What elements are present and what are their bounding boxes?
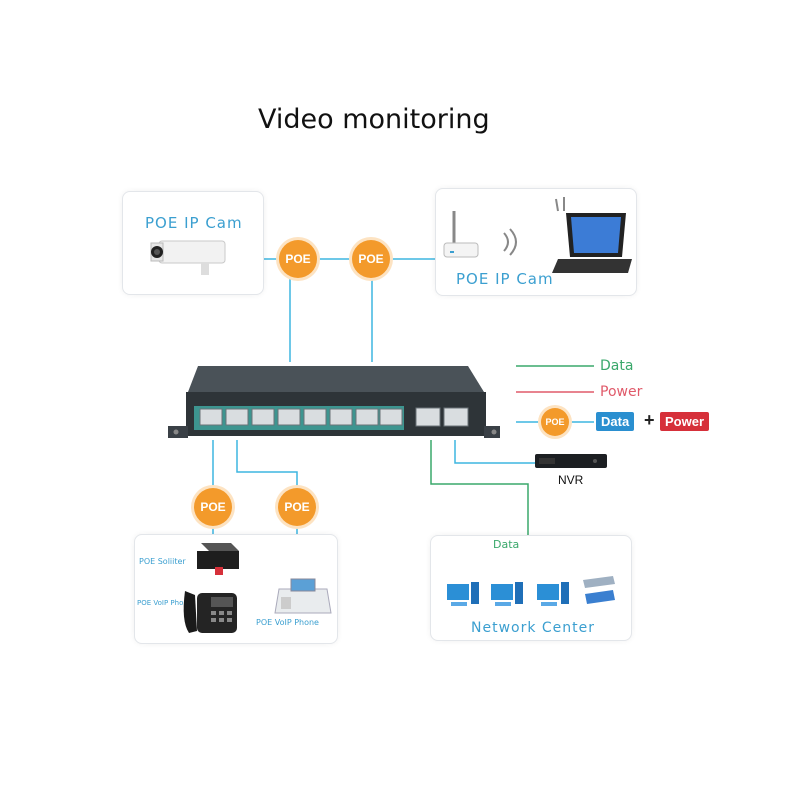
poe-ip-cam-box-left: POE IP Cam (122, 191, 264, 295)
laptop-icon (552, 197, 632, 273)
page-title: Video monitoring (258, 104, 490, 135)
legend-power-label: Power (600, 384, 643, 400)
splitter-label: POE Soliiter (139, 557, 186, 566)
poe-ip-cam-box-right: POE IP Cam (435, 188, 637, 296)
computer-icon (447, 582, 479, 606)
legend-data-tag: Data (596, 412, 635, 431)
voip-phone-label-left: POE VoIP Phone (137, 599, 193, 607)
poe-badge-top-left: POE (279, 240, 317, 278)
network-data-label: Data (493, 538, 520, 551)
bullet-camera-icon (150, 240, 226, 275)
legend-power-tag: Power (660, 412, 710, 431)
computer-icon (537, 582, 569, 606)
poe-ip-cam-label: POE IP Cam (145, 214, 243, 232)
poe-splitter-icon (197, 543, 239, 575)
poe-ip-cam-label: POE IP Cam (456, 270, 554, 288)
computer-icon (491, 582, 523, 606)
poe-badge-top-right: POE (352, 240, 390, 278)
nvr-label: NVR (558, 473, 584, 487)
voip-phone-label-right: POE VoIP Phone (256, 618, 319, 627)
network-center-label: Network Center (471, 620, 596, 636)
server-rack-icon (583, 576, 615, 604)
wireless-router-icon (443, 211, 479, 258)
poe-badge-bottom-left: POE (194, 488, 232, 526)
wifi-waves-icon (503, 228, 517, 256)
network-center-box: Data Network Center (430, 535, 632, 641)
poe-switch-icon (168, 366, 500, 438)
legend-plus: + (644, 410, 655, 430)
legend-poe-badge: POE (541, 408, 569, 436)
desk-phone-icon (274, 578, 332, 614)
legend-data-label: Data (600, 358, 634, 374)
nvr-device-icon (535, 454, 607, 468)
voip-box: POE Soliiter POE VoIP Phone POE VoIP Pho… (134, 534, 338, 644)
voip-phone-icon (183, 591, 237, 633)
poe-badge-bottom-right: POE (278, 488, 316, 526)
